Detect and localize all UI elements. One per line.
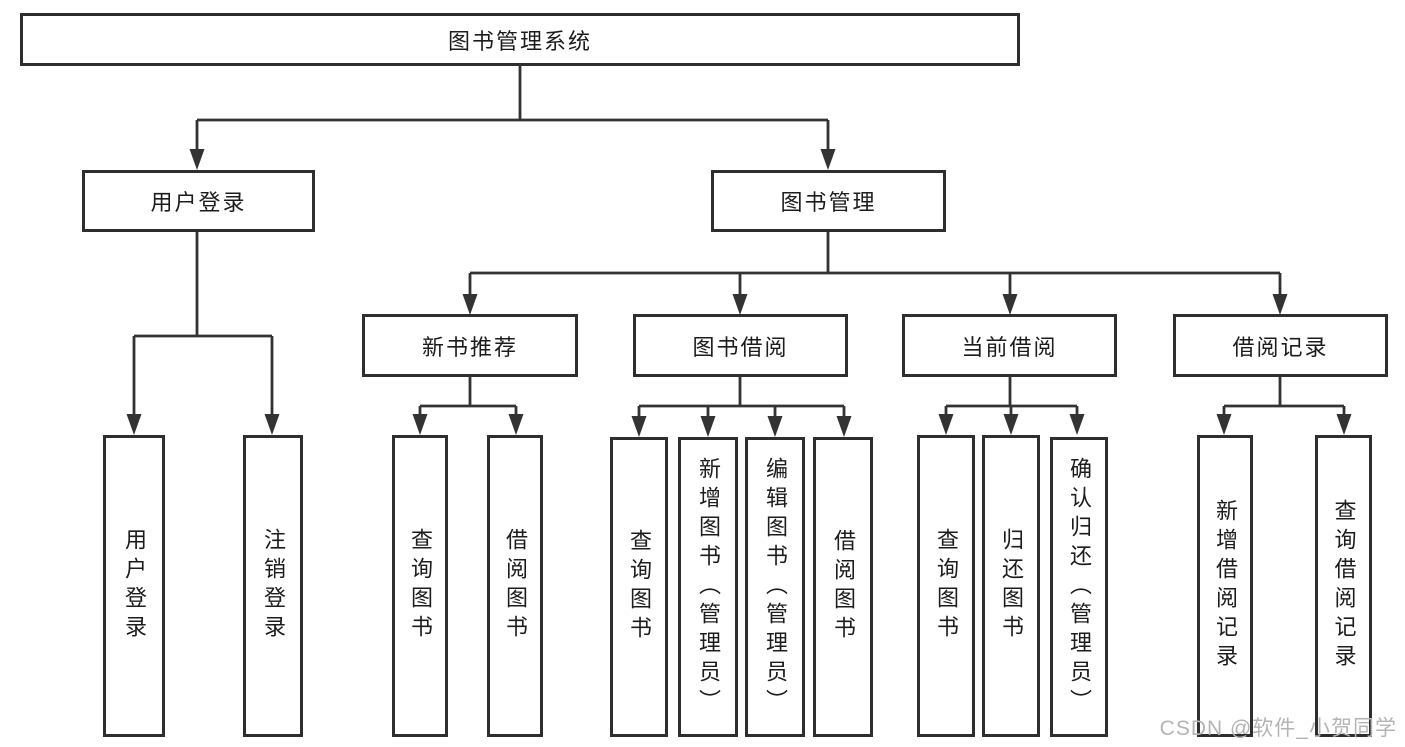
leaf-add-book-admin: 新增图书（管理员）: [678, 437, 738, 737]
node-book-borrowing: 图书借阅: [633, 314, 848, 377]
node-user-login: 用户登录: [82, 170, 315, 232]
leaf-edit-book-admin: 编辑图书（管理员）: [745, 437, 805, 737]
node-book-management: 图书管理: [711, 170, 946, 232]
leaf-return-books: 归还图书: [982, 435, 1040, 737]
node-library-management-system: 图书管理系统: [20, 13, 1020, 66]
node-borrowing-records: 借阅记录: [1173, 314, 1388, 377]
leaf-logout: 注销登录: [243, 435, 303, 737]
csdn-watermark: CSDN @软件_小贺同学: [1159, 717, 1397, 740]
leaf-add-borrow-record: 新增借阅记录: [1197, 435, 1253, 737]
leaf-query-borrow-record: 查询借阅记录: [1315, 435, 1372, 737]
leaf-confirm-return-admin: 确认归还（管理员）: [1050, 437, 1108, 737]
leaf-user-login: 用户登录: [103, 435, 165, 737]
arrowheads: [126, 149, 1352, 437]
leaf-borrow-books-rec: 借阅图书: [487, 435, 543, 737]
node-current-borrowing: 当前借阅: [902, 314, 1117, 377]
leaf-borrow-books: 借阅图书: [813, 437, 873, 737]
leaf-query-books-current: 查询图书: [917, 435, 975, 737]
node-new-book-recommendation: 新书推荐: [362, 314, 578, 377]
leaf-query-books-rec: 查询图书: [392, 435, 448, 737]
leaf-query-books-borrow: 查询图书: [610, 437, 668, 737]
